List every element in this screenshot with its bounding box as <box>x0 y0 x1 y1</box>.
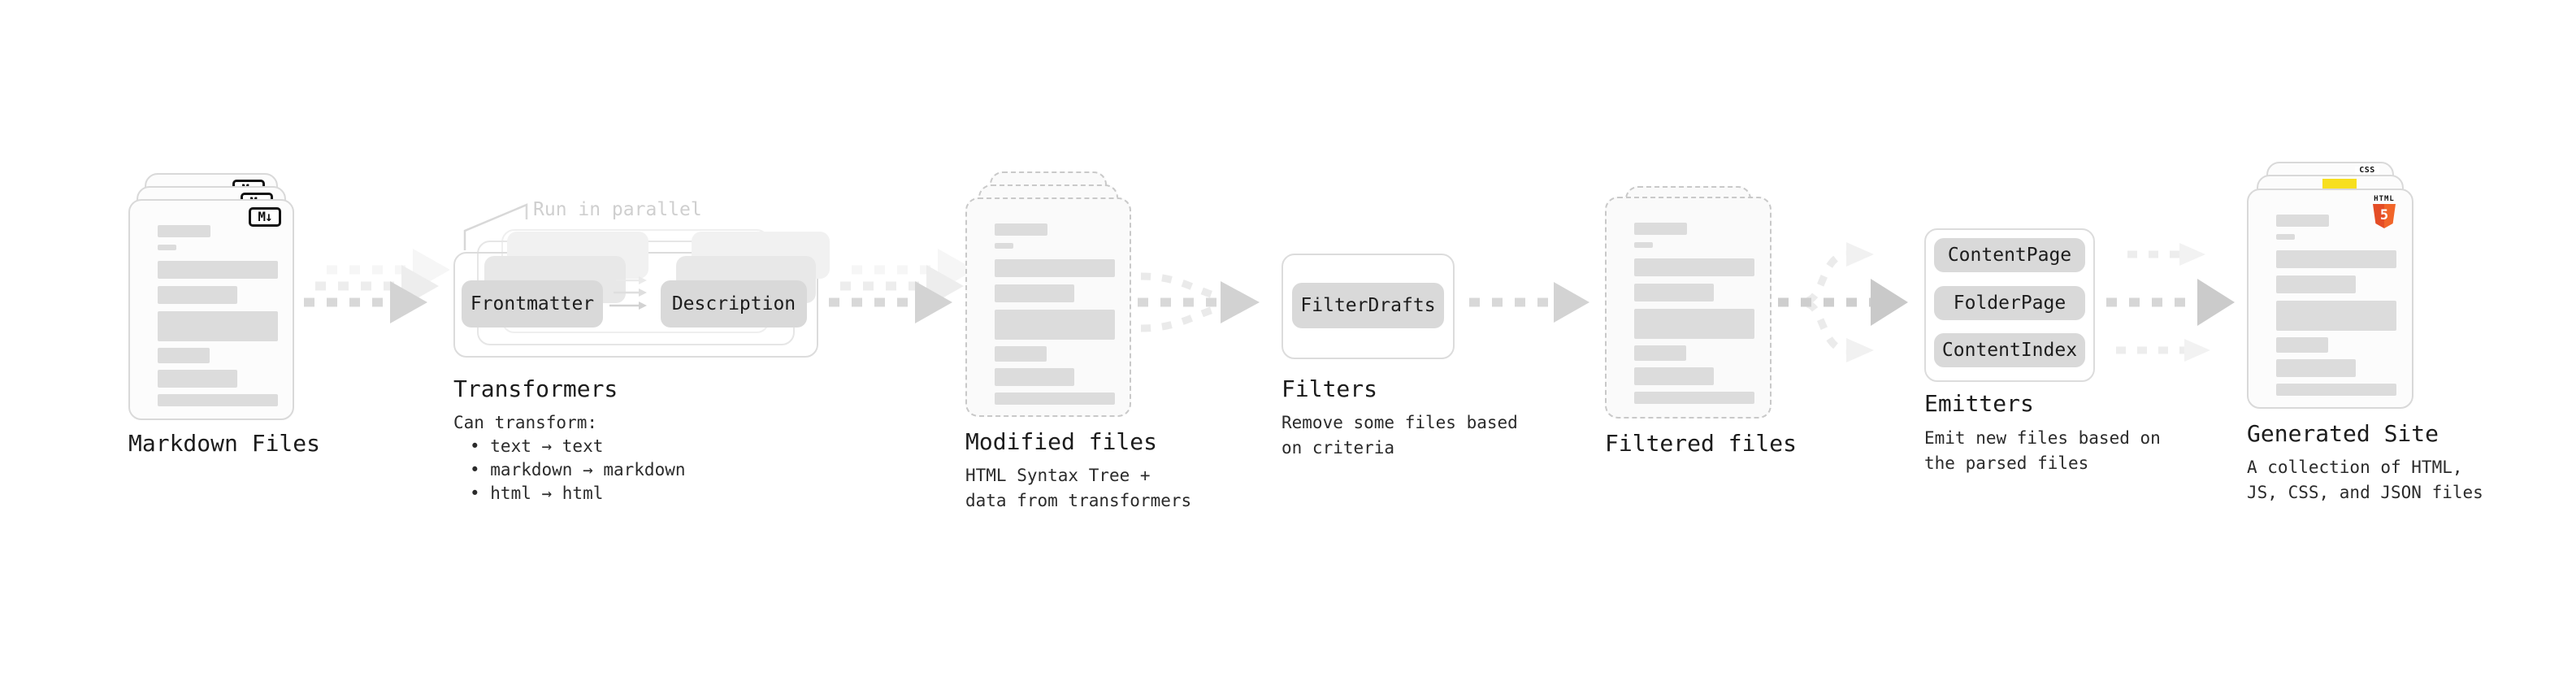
run-in-parallel-note: Run in parallel <box>533 199 702 220</box>
node-label: Generated Site <box>2247 420 2439 447</box>
node-description: Emit new files based on the parsed files <box>1924 428 2161 473</box>
arrow-markdown-to-transformers <box>304 249 449 323</box>
doc-skeleton <box>158 225 278 406</box>
doc-skeleton <box>2276 215 2396 396</box>
node-label: Transformers <box>453 375 618 402</box>
node-description: A collection of HTML, JS, CSS, and JSON … <box>2247 458 2483 502</box>
arrow-filters-to-filtered <box>1469 282 1589 323</box>
node-description: Remove some files based on criteria <box>1281 413 1518 458</box>
arrow-transformers-to-modified <box>829 249 974 323</box>
node-label: Emitters <box>1924 390 2034 417</box>
html5-icon: HTML 5 <box>2366 195 2402 228</box>
doc-card-front <box>1605 197 1772 419</box>
markdown-icon: M↓ <box>249 207 281 227</box>
doc-card-front: M↓ <box>128 199 294 420</box>
parallel-step-arrows <box>609 276 647 310</box>
pill-frontmatter: Frontmatter <box>462 280 603 327</box>
arrow-modified-to-filters <box>1138 272 1260 332</box>
pill-contentindex: ContentIndex <box>1934 333 2085 367</box>
note-leader-line <box>463 203 528 250</box>
pill-folderpage: FolderPage <box>1934 286 2085 320</box>
arrow-filtered-to-emitters <box>1778 242 1908 362</box>
node-label: Filters <box>1281 375 1378 402</box>
pill-contentpage: ContentPage <box>1934 238 2085 272</box>
doc-card-front <box>965 197 1131 417</box>
doc-skeleton <box>995 223 1115 405</box>
node-description: Can transform: • text → text • markdown … <box>453 413 686 503</box>
node-label: Modified files <box>965 428 1158 455</box>
pill-description: Description <box>661 280 807 327</box>
doc-skeleton <box>1634 223 1754 404</box>
arrow-emitters-to-site <box>2106 243 2235 362</box>
doc-card-front: HTML 5 <box>2247 189 2413 409</box>
node-label: Filtered files <box>1605 430 1798 457</box>
node-label: Markdown Files <box>128 430 321 457</box>
node-description: HTML Syntax Tree + data from transformer… <box>965 466 1192 510</box>
pill-filterdrafts: FilterDrafts <box>1292 283 1444 328</box>
